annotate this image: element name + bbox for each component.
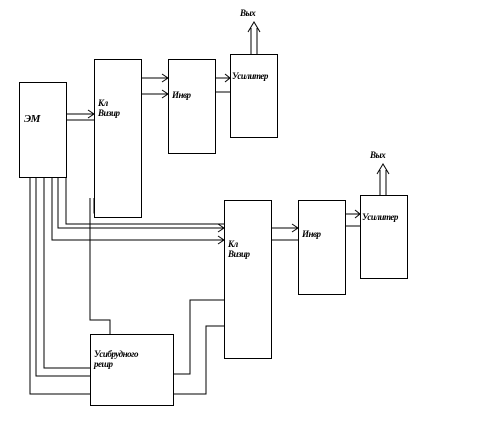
em-block: ЭМ (19, 82, 67, 178)
inv-top-block: Инвр (168, 59, 216, 154)
amp-top-block: Усилитер (230, 54, 278, 138)
key-top-block: Кл Визир (94, 59, 142, 218)
amp-bottom-block: Усилитер (360, 195, 408, 279)
output-top-label: Вых (240, 8, 256, 18)
key-bottom-block: Кл Визир (224, 200, 272, 359)
wire-comparator-to-key-bottom (173, 299, 224, 375)
key-top-label: Кл Визир (98, 98, 120, 119)
inv-bottom-block: Инвр (298, 200, 346, 295)
amp-bottom-label: Усилитер (362, 212, 398, 222)
wire-em-to-comparator-3 (29, 177, 90, 395)
comparator-label: Усибрудного решр (94, 349, 138, 370)
wire-comparator-to-key-bottom-2 (173, 325, 224, 395)
output-bottom-label: Вых (370, 150, 386, 160)
wire-key-top-to-comparator (89, 198, 111, 334)
wire-amp-top-output (250, 28, 258, 54)
inv-bottom-label: Инвр (302, 229, 321, 239)
wire-amp-bottom-output (379, 170, 387, 195)
amp-top-label: Усилитер (232, 71, 268, 81)
inv-top-label: Инвр (172, 90, 191, 100)
arrowhead-amp-bottom-output (376, 163, 390, 175)
arrowhead-amp-top-output (247, 21, 261, 33)
wire-em-to-comparator (35, 177, 90, 377)
key-bottom-label: Кл Визир (228, 239, 250, 260)
wire-em-to-key-bottom (57, 177, 224, 229)
comparator-block: Усибрудного решр (90, 334, 174, 406)
wire-em-to-key-bottom-2 (65, 177, 224, 225)
em-block-label: ЭМ (24, 113, 40, 125)
wire-em-to-comparator-2 (43, 177, 90, 369)
wire-em-to-key-bottom-3 (51, 177, 224, 241)
